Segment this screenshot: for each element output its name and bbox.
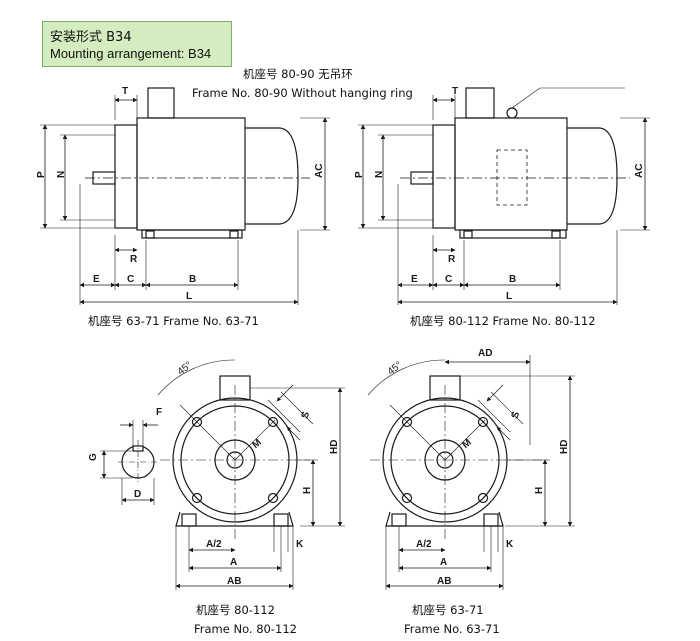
label-C: C <box>127 274 134 285</box>
caption-end-view-left-cn: 机座号 80-112 <box>196 603 275 617</box>
label-angle: 45° <box>386 360 405 378</box>
label-M: M <box>460 437 473 451</box>
label-N: N <box>374 171 385 178</box>
label-B: B <box>189 274 196 285</box>
label-C: C <box>445 274 452 285</box>
label-E: E <box>93 274 100 285</box>
label-K: K <box>506 539 514 550</box>
feet <box>459 229 567 239</box>
title-chinese: 安装形式 B34 <box>50 30 132 45</box>
label-P: P <box>36 171 47 178</box>
caption-end-view-left-en: Frame No. 80-112 <box>194 622 297 636</box>
fan-cover <box>567 127 618 225</box>
base-feet <box>175 511 294 527</box>
label-HD: HD <box>559 440 570 454</box>
label-S: S <box>510 410 523 420</box>
feet <box>141 229 243 239</box>
lifting-ring <box>506 107 518 119</box>
top-note-chinese: 机座号 80-90 无吊环 <box>243 67 353 81</box>
base-feet <box>385 511 504 527</box>
label-L: L <box>506 291 512 302</box>
flange <box>432 124 456 229</box>
label-AC: AC <box>634 164 645 178</box>
label-A2: A/2 <box>206 539 222 550</box>
label-A: A <box>440 557 447 568</box>
motor-body <box>454 117 568 231</box>
label-AB: AB <box>227 576 241 587</box>
label-L: L <box>186 291 192 302</box>
fan-cover <box>245 127 299 225</box>
label-angle: 45° <box>176 360 195 378</box>
label-R: R <box>448 254 456 265</box>
label-AD: AD <box>478 348 492 359</box>
label-N: N <box>56 171 67 178</box>
flange <box>114 124 138 229</box>
title-box: 安装形式 B34 Mounting arrangement: B34 <box>42 21 232 67</box>
shaft-section <box>100 420 158 505</box>
title-english: Mounting arrangement: B34 <box>50 46 212 61</box>
label-M: M <box>250 437 263 451</box>
top-note-english: Frame No. 80-90 Without hanging ring <box>192 86 413 100</box>
side-view-left <box>40 87 330 305</box>
label-AB: AB <box>437 576 451 587</box>
terminal-box <box>465 87 495 119</box>
motor-body <box>136 117 246 231</box>
caption-side-view-80-112: 机座号 80-112 Frame No. 80-112 <box>410 314 596 328</box>
label-D: D <box>134 489 141 500</box>
label-E: E <box>411 274 418 285</box>
label-R: R <box>130 254 138 265</box>
label-H: H <box>302 487 313 494</box>
label-A2: A/2 <box>416 539 432 550</box>
label-K: K <box>296 539 304 550</box>
label-G: G <box>88 453 99 461</box>
caption-end-view-right-en: Frame No. 63-71 <box>404 622 500 636</box>
label-F: F <box>156 407 162 418</box>
terminal-box-hidden <box>496 149 528 206</box>
end-view-left <box>157 359 345 590</box>
label-AC: AC <box>314 164 325 178</box>
side-view-right <box>358 87 650 305</box>
caption-end-view-right-cn: 机座号 63-71 <box>412 603 484 617</box>
terminal-box <box>147 87 175 119</box>
label-P: P <box>354 171 365 178</box>
label-T: T <box>122 86 128 97</box>
label-H: H <box>534 487 545 494</box>
caption-side-view-63-71: 机座号 63-71 Frame No. 63-71 <box>88 314 259 328</box>
label-S: S <box>300 410 313 420</box>
label-T: T <box>452 86 458 97</box>
label-HD: HD <box>329 440 340 454</box>
label-B: B <box>509 274 516 285</box>
end-view-right <box>367 355 575 590</box>
label-A: A <box>230 557 237 568</box>
